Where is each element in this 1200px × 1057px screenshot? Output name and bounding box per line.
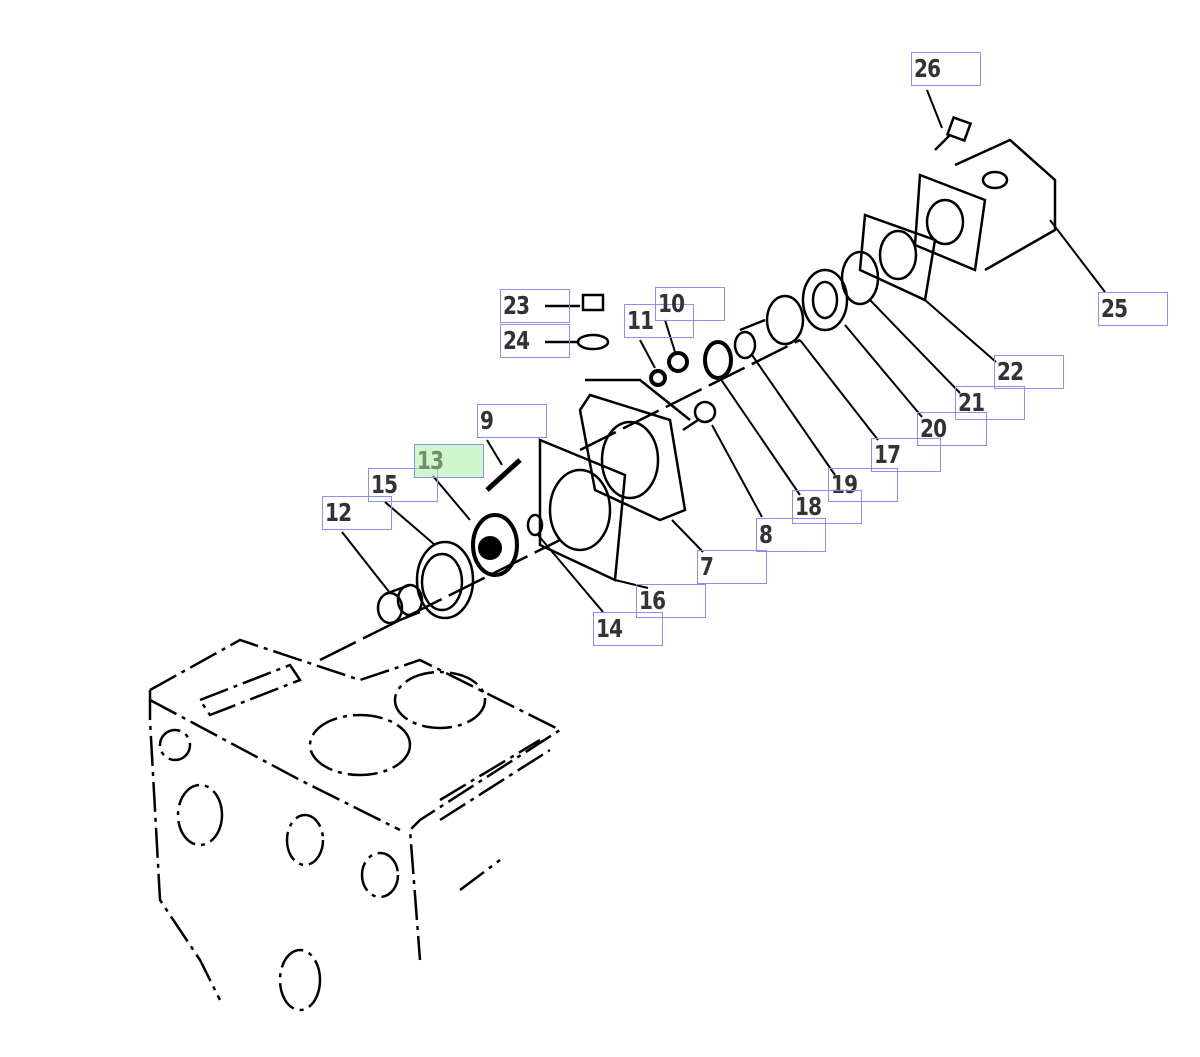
callout-part-22[interactable]: 22 — [994, 355, 1064, 389]
part-10-nut — [667, 351, 689, 373]
part-15-bearing — [415, 540, 475, 620]
callout-part-12[interactable]: 12 — [322, 496, 392, 530]
callout-label: 14 — [596, 614, 623, 643]
part-17-gear — [739, 294, 805, 346]
callout-part-11[interactable]: 11 — [624, 304, 694, 338]
callout-label: 19 — [831, 470, 858, 499]
callout-label: 16 — [639, 586, 666, 615]
callout-part-26[interactable]: 26 — [911, 52, 981, 86]
part-19-ring — [733, 330, 757, 360]
callout-label: 26 — [914, 54, 941, 83]
part-7-housing — [578, 378, 691, 522]
engine-block — [148, 638, 563, 1012]
callout-label: 24 — [503, 326, 530, 355]
callout-label: 11 — [627, 306, 654, 335]
callout-label: 12 — [325, 498, 352, 527]
callout-label: 22 — [997, 357, 1024, 386]
part-18-gear — [703, 340, 733, 380]
callout-label: 23 — [503, 291, 530, 320]
part-11-nut — [649, 369, 667, 387]
callout-part-14[interactable]: 14 — [593, 612, 663, 646]
part-16-gasket — [538, 438, 627, 582]
callout-label: 18 — [795, 492, 822, 521]
callout-part-16[interactable]: 16 — [636, 584, 706, 618]
part-8-bolt — [682, 400, 717, 432]
callout-part-13[interactable]: 13 — [414, 444, 484, 478]
callout-label: 15 — [371, 470, 398, 499]
callout-label: 7 — [700, 552, 714, 581]
callout-part-18[interactable]: 18 — [792, 490, 862, 524]
part-13-gear — [471, 513, 519, 577]
callout-part-8[interactable]: 8 — [756, 518, 826, 552]
callout-label: 9 — [480, 406, 494, 435]
part-25-pump — [913, 138, 1057, 272]
part-24-washer — [545, 333, 610, 351]
leader-lines — [341, 89, 1106, 613]
callout-label: 25 — [1101, 294, 1128, 323]
part-23-plug — [545, 293, 605, 312]
callout-part-15[interactable]: 15 — [368, 468, 438, 502]
callout-label: 13 — [417, 446, 444, 475]
callout-label: 8 — [759, 520, 773, 549]
part-9-stud — [485, 458, 522, 492]
callout-part-17[interactable]: 17 — [871, 438, 941, 472]
part-26-bolt — [934, 115, 973, 151]
part-12-bush — [376, 583, 424, 625]
callout-part-7[interactable]: 7 — [697, 550, 767, 584]
callout-part-9[interactable]: 9 — [477, 404, 547, 438]
callout-part-24[interactable]: 24 — [500, 324, 570, 358]
part-20-bearing — [801, 268, 849, 332]
callout-label: 10 — [658, 289, 685, 318]
callout-part-19[interactable]: 19 — [828, 468, 898, 502]
callout-label: 17 — [874, 440, 901, 469]
callout-part-25[interactable]: 25 — [1098, 292, 1168, 326]
callout-part-10[interactable]: 10 — [655, 287, 725, 321]
part-14-ring — [526, 513, 544, 537]
callout-part-23[interactable]: 23 — [500, 289, 570, 323]
